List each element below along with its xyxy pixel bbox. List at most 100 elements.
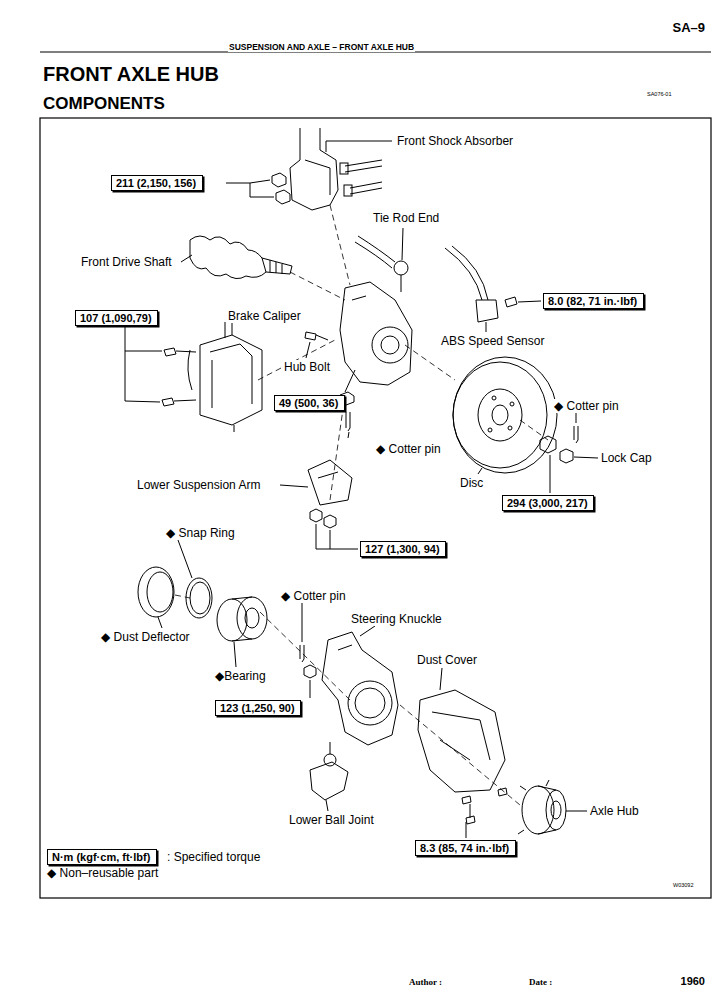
brake-disc-part — [508, 426, 512, 430]
shock-absorber-bracket-part — [226, 180, 270, 183]
drive-shaft-part — [270, 260, 282, 274]
abs-sensor-part — [486, 322, 487, 332]
part-name: ◆ Cotter pin — [375, 442, 442, 456]
axle-hub-part — [551, 801, 561, 819]
bearing-part — [234, 642, 236, 667]
hub-nut-part — [550, 455, 551, 493]
tie-rod-end-part — [355, 242, 392, 268]
steering-knuckle-upper-part — [340, 282, 412, 385]
dust-deflector-part — [147, 572, 173, 612]
steering-knuckle-lower-part — [348, 681, 392, 725]
hub-nut — [540, 413, 598, 493]
brake-caliper-part — [125, 351, 162, 352]
abs-sensor-part — [476, 300, 498, 322]
brake-caliper-part — [210, 344, 252, 408]
centre-dash-lines-part — [400, 705, 520, 805]
part-name: ◆Bearing — [214, 669, 267, 683]
centre-dash-lines-part — [258, 340, 335, 380]
shock-absorber-bracket-part — [340, 163, 348, 174]
torque-value: 8.3 (85, 74 in.·lbf) — [420, 841, 511, 855]
torque-value: 123 (1,250, 90) — [220, 701, 296, 715]
steering-knuckle-upper-part — [345, 296, 366, 392]
section-heading: COMPONENTS — [42, 94, 166, 114]
steering-knuckle-lower-part — [360, 626, 375, 636]
section-header: SUSPENSION AND AXLE – FRONT AXLE HUB — [228, 42, 415, 52]
steering-knuckle-lower-part — [310, 680, 311, 698]
footer-text: Author : — [408, 977, 443, 988]
part-name: Tie Rod End — [372, 211, 440, 225]
figure-code: SA076-01 — [646, 91, 672, 98]
figure-code: W03092 — [672, 882, 695, 889]
snap-ring — [178, 540, 212, 618]
brake-disc-part — [492, 396, 496, 400]
part-name: ABS Speed Sensor — [440, 334, 545, 348]
tie-rod-end-part — [401, 275, 402, 292]
torque-box: 49 (500, 36) — [274, 395, 345, 411]
shock-absorber-bracket-part — [344, 185, 352, 196]
lower-suspension-arm-part — [316, 524, 358, 549]
centre-dash-lines — [175, 205, 548, 805]
bearing — [217, 597, 267, 667]
legend-text: ◆ Non–reusable part — [46, 866, 159, 880]
brake-caliper-part — [200, 335, 262, 425]
steering-knuckle-lower-part — [304, 665, 316, 678]
hub-nut-part — [576, 413, 577, 423]
brake-disc-part — [488, 428, 492, 432]
dust-deflector-part — [138, 567, 174, 617]
lower-ball-joint-part — [324, 754, 336, 766]
torque-value: 127 (1,300, 94) — [365, 542, 441, 556]
drive-shaft-part — [181, 255, 192, 262]
shock-absorber-bracket-part — [326, 141, 392, 152]
axle-hub-part — [518, 780, 549, 834]
snap-ring-part — [186, 578, 212, 618]
steering-knuckle-lower-part — [300, 645, 304, 662]
torque-box: 211 (2,150, 156) — [111, 175, 203, 191]
steering-knuckle-lower-part — [322, 632, 398, 745]
bearing-part — [237, 597, 267, 639]
hub-bolt-part — [306, 342, 310, 358]
shock-absorber-bracket-part — [345, 160, 382, 194]
hub-bolt — [305, 332, 328, 358]
steering-knuckle-upper-part — [346, 412, 350, 431]
brake-caliper-part — [188, 350, 192, 390]
tie-rod-end-part — [394, 261, 408, 275]
dust-cover-part — [418, 690, 505, 792]
brake-caliper-part — [125, 326, 160, 402]
centre-dash-lines-part — [260, 612, 350, 700]
part-name: Front Drive Shaft — [80, 255, 173, 269]
lower-suspension-arm-part — [330, 530, 331, 549]
brake-disc — [453, 357, 557, 474]
torque-value: 49 (500, 36) — [279, 396, 340, 410]
part-name: Lower Suspension Arm — [136, 478, 261, 492]
axle-hub — [518, 780, 587, 834]
hub-nut-part — [574, 426, 578, 443]
shock-absorber-bracket-part — [272, 173, 286, 187]
dust-cover-part — [440, 668, 442, 690]
part-name: Brake Caliper — [227, 309, 302, 323]
lower-ball-joint — [310, 742, 348, 811]
axle-hub-part — [522, 786, 554, 834]
centre-dash-lines-part — [175, 595, 190, 598]
footer-text: Date : — [528, 977, 553, 988]
part-name: Lower Ball Joint — [288, 813, 375, 827]
brake-caliper-part — [162, 398, 196, 406]
brake-disc-part — [478, 468, 482, 474]
part-name: Steering Knuckle — [350, 612, 443, 626]
brake-disc-part — [453, 357, 557, 473]
part-name: Lock Cap — [600, 451, 653, 465]
steering-knuckle-upper — [338, 282, 412, 438]
torque-value: 8.0 (82, 71 in.·lbf) — [548, 294, 639, 308]
page-frame-part — [40, 118, 711, 898]
centre-dash-lines-part — [330, 205, 350, 285]
torque-box: 8.3 (85, 74 in.·lbf) — [415, 840, 516, 856]
axle-hub-part — [566, 811, 587, 812]
torque-value: 107 (1,090,79) — [80, 311, 153, 325]
steering-knuckle-lower-part — [302, 603, 303, 642]
snap-ring-part — [190, 582, 210, 614]
brake-caliper-part — [232, 320, 240, 432]
footer-page: 1960 — [680, 975, 706, 988]
brake-disc-part — [510, 402, 514, 406]
torque-box: N·m (kgf·cm, ft·lbf) — [47, 849, 157, 865]
lower-suspension-arm-part — [318, 472, 338, 478]
steering-knuckle-upper-part — [348, 432, 349, 438]
